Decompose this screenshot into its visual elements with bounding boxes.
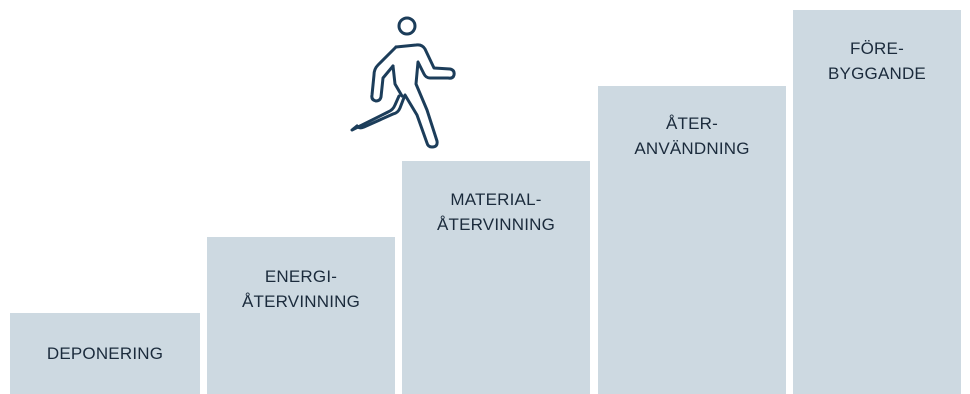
step-materialatervinning: MATERIAL- ÅTERVINNING — [402, 161, 590, 394]
step-deponering: DEPONERING — [10, 313, 200, 394]
step-label-line: ANVÄNDNING — [634, 139, 750, 158]
walking-person-icon — [350, 16, 456, 149]
step-label-line: BYGGANDE — [828, 64, 926, 83]
step-forebyggande: FÖRE- BYGGANDE — [793, 10, 961, 394]
step-label-line: FÖRE- — [850, 39, 904, 58]
step-label-line: ÅTERVINNING — [436, 215, 556, 234]
step-label-line: ÅTER- — [666, 114, 718, 133]
step-ateranvandning: ÅTER- ANVÄNDNING — [598, 86, 786, 394]
step-label-line: MATERIAL- — [450, 190, 542, 209]
step-energiatervinning: ENERGI- ÅTERVINNING — [207, 237, 395, 394]
step-label-line: ENERGI- — [264, 267, 338, 286]
step-label-line: DEPONERING — [46, 344, 164, 363]
step-label-line: ÅTERVINNING — [241, 292, 361, 311]
